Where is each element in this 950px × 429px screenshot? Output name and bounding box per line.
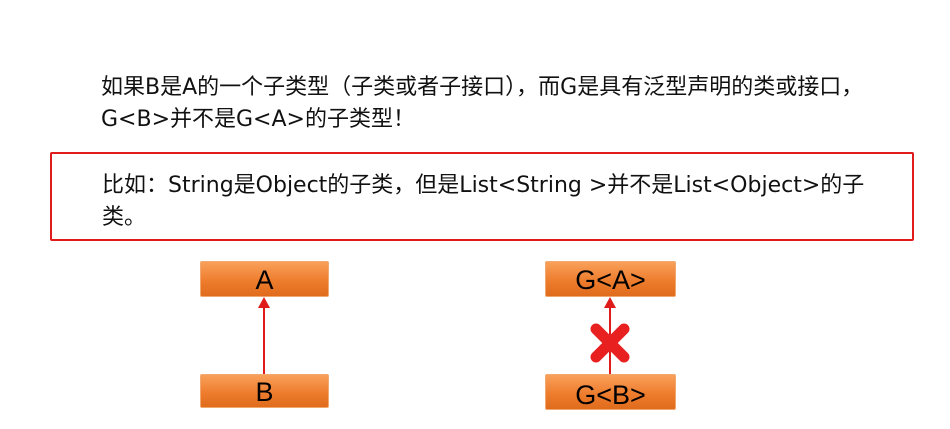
statement-text: 如果B是A的一个子类型（子类或者子接口），而G是具有泛型声明的类或接口，G<B>… — [101, 75, 864, 132]
right-connector-head — [604, 297, 616, 308]
cross-icon — [590, 323, 630, 363]
example-text: 比如：String是Object的子类，但是List<String >并不是Li… — [102, 173, 865, 230]
node-b: B — [200, 374, 329, 408]
node-a: A — [200, 261, 329, 297]
node-g-b: G<B> — [545, 374, 676, 410]
example-box: 比如：String是Object的子类，但是List<String >并不是Li… — [50, 152, 914, 241]
node-g-a: G<A> — [545, 261, 676, 297]
arrow-up-icon-head — [258, 297, 270, 308]
